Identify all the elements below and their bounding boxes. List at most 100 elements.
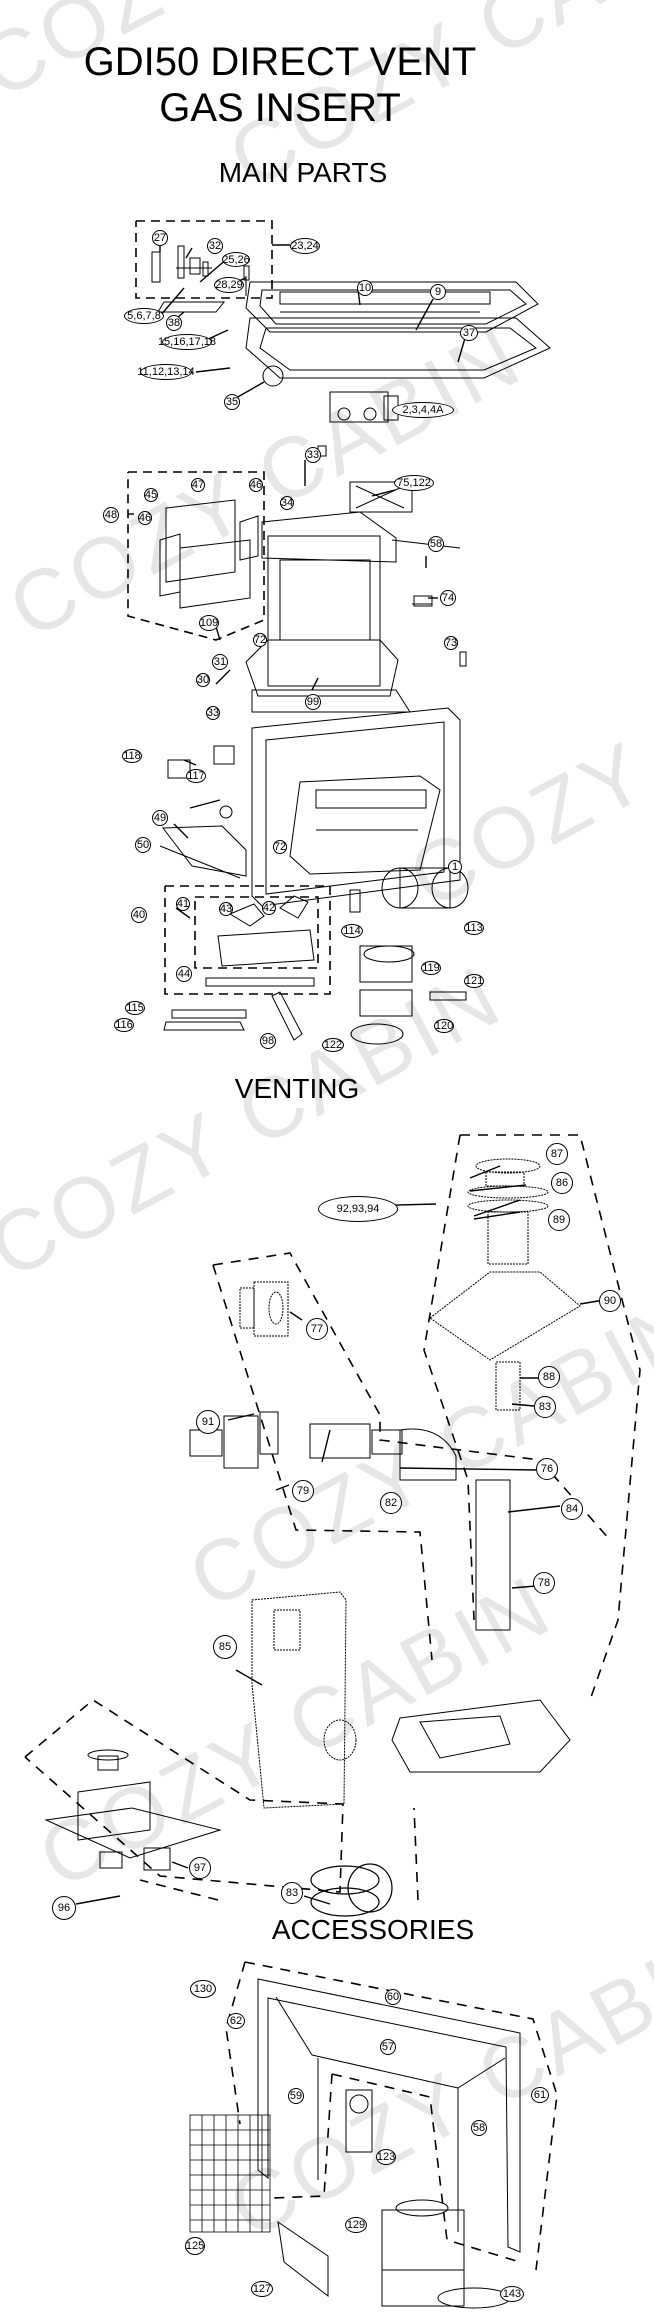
callout-33-lower[interactable]: 33 [206, 706, 220, 720]
callout-40[interactable]: 40 [131, 907, 147, 923]
switch-121 [429, 991, 467, 1001]
wall-thimble-77 [239, 1281, 289, 1337]
callout-83-upper[interactable]: 83 [534, 1396, 556, 1418]
stove-base-venting [391, 1699, 571, 1773]
callout-114[interactable]: 114 [341, 924, 363, 938]
callout-92-94[interactable]: 92,93,94 [318, 1196, 398, 1222]
callout-121[interactable]: 121 [464, 974, 484, 988]
callout-2-4a[interactable]: 2,3,4,4A [392, 402, 454, 418]
callout-46-right[interactable]: 46 [249, 478, 263, 492]
callout-48[interactable]: 48 [103, 507, 119, 523]
wire-guard-125 [189, 2114, 271, 2233]
knob-35 [262, 365, 284, 387]
callout-34[interactable]: 34 [280, 496, 294, 510]
glass-door [159, 499, 259, 609]
callout-25-26[interactable]: 25,26 [222, 252, 250, 267]
callout-45[interactable]: 45 [144, 488, 158, 502]
callout-76[interactable]: 76 [536, 1458, 558, 1480]
callout-98[interactable]: 98 [260, 1033, 276, 1049]
callout-87[interactable]: 87 [546, 1143, 568, 1165]
callout-49[interactable]: 49 [152, 810, 168, 826]
callout-72-top[interactable]: 72 [253, 633, 267, 647]
callout-119[interactable]: 119 [421, 961, 441, 975]
callout-91[interactable]: 91 [196, 1410, 220, 1434]
callout-50[interactable]: 50 [135, 837, 151, 853]
callout-97[interactable]: 97 [189, 1857, 211, 1879]
callout-79[interactable]: 79 [292, 1480, 314, 1502]
callout-82[interactable]: 82 [380, 1492, 402, 1514]
callout-59[interactable]: 59 [288, 2088, 304, 2104]
tube-98 [271, 991, 303, 1041]
callout-118[interactable]: 118 [122, 749, 142, 763]
callout-75-122[interactable]: 75,122 [394, 475, 434, 491]
callout-10[interactable]: 10 [357, 280, 373, 296]
callout-32[interactable]: 32 [207, 238, 223, 254]
callout-122[interactable]: 122 [322, 1038, 344, 1052]
callout-129[interactable]: 129 [345, 2217, 367, 2233]
callout-85[interactable]: 85 [213, 1635, 237, 1659]
callout-117[interactable]: 117 [186, 769, 206, 783]
callout-58[interactable]: 58 [428, 536, 444, 552]
callout-43[interactable]: 43 [219, 902, 233, 916]
callout-37[interactable]: 37 [460, 325, 478, 341]
pilot-assembly-group [135, 220, 273, 299]
callout-60[interactable]: 60 [385, 1989, 401, 2005]
log-set [205, 895, 315, 987]
callout-44[interactable]: 44 [176, 966, 192, 982]
callout-89[interactable]: 89 [548, 1209, 570, 1231]
callout-9[interactable]: 9 [430, 284, 446, 300]
callout-74[interactable]: 74 [440, 590, 456, 606]
callout-83-lower[interactable]: 83 [281, 1882, 303, 1904]
callout-31[interactable]: 31 [212, 654, 228, 670]
callout-90[interactable]: 90 [599, 1290, 621, 1312]
callout-23-24[interactable]: 23,24 [290, 238, 320, 254]
callout-61[interactable]: 61 [531, 2087, 549, 2103]
callout-99[interactable]: 99 [305, 694, 321, 710]
callout-125[interactable]: 125 [185, 2237, 205, 2255]
callout-88[interactable]: 88 [538, 1366, 560, 1388]
callout-57[interactable]: 57 [380, 2039, 396, 2055]
callout-78[interactable]: 78 [533, 1572, 555, 1594]
callout-38[interactable]: 38 [166, 315, 182, 331]
callout-72-lower[interactable]: 72 [273, 840, 287, 854]
snorkel-85 [251, 1591, 357, 1809]
callout-130[interactable]: 130 [190, 1980, 216, 1998]
callout-41[interactable]: 41 [176, 897, 190, 911]
callout-77[interactable]: 77 [306, 1318, 328, 1340]
callout-73[interactable]: 73 [444, 636, 458, 650]
callout-123[interactable]: 123 [376, 2149, 396, 2165]
callout-62[interactable]: 62 [227, 2013, 245, 2029]
callout-96[interactable]: 96 [52, 1896, 76, 1920]
callout-5-8[interactable]: 5,6,7,8 [124, 308, 164, 324]
vertical-termination-96 [44, 1749, 222, 1871]
callout-116[interactable]: 116 [114, 1018, 134, 1032]
callout-15-18[interactable]: 15,16,17,18 [157, 334, 217, 350]
callout-28-29[interactable]: 28,29 [214, 277, 244, 293]
callout-35[interactable]: 35 [224, 394, 240, 410]
chimney-cap-termination [429, 1158, 581, 1411]
pilot-assembly [151, 245, 250, 313]
callout-33[interactable]: 33 [305, 447, 321, 463]
callout-47[interactable]: 47 [191, 478, 205, 492]
callout-120[interactable]: 120 [434, 1019, 454, 1033]
callout-30[interactable]: 30 [196, 673, 210, 687]
callout-42[interactable]: 42 [262, 901, 276, 915]
callout-58-acc[interactable]: 58 [471, 2120, 487, 2136]
page-subtitle: GAS INSERT [159, 86, 401, 130]
callout-27[interactable]: 27 [152, 230, 168, 246]
callout-113[interactable]: 113 [464, 921, 484, 935]
callout-143[interactable]: 143 [500, 2286, 524, 2302]
callout-46-left[interactable]: 46 [138, 511, 152, 525]
callout-127[interactable]: 127 [251, 2281, 273, 2297]
callout-11-14[interactable]: 11,12,13,14 [137, 364, 195, 380]
stove-body [245, 445, 467, 713]
callout-115[interactable]: 115 [125, 1001, 145, 1015]
callout-84[interactable]: 84 [561, 1498, 583, 1520]
trim-115 [171, 1009, 247, 1019]
callout-1[interactable]: 1 [448, 860, 462, 874]
page-title: GDI50 DIRECT VENT [83, 40, 477, 84]
callout-86[interactable]: 86 [551, 1172, 573, 1194]
callout-109[interactable]: 109 [199, 615, 219, 631]
surround-frame [257, 1978, 521, 2253]
